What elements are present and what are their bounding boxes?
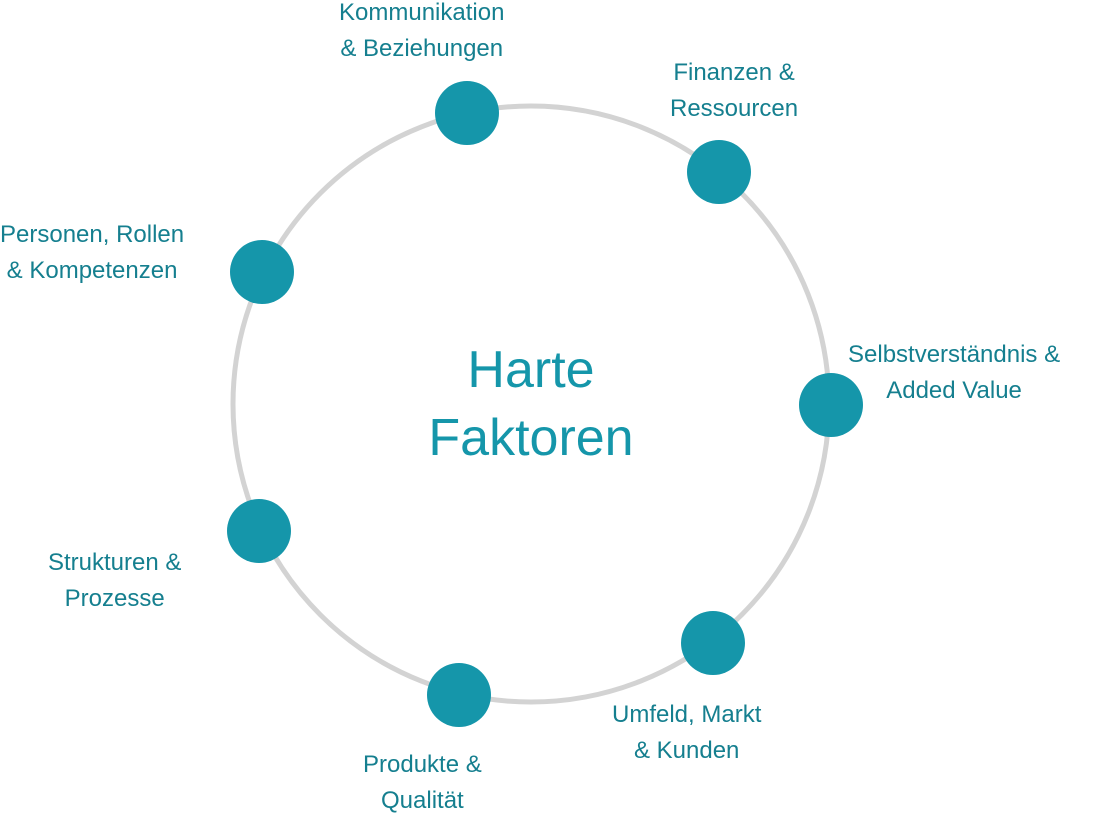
node-finanzen bbox=[687, 140, 751, 204]
label-strukturen-line2: Prozesse bbox=[64, 585, 165, 612]
label-produkte-line2: Qualität bbox=[381, 787, 464, 814]
label-umfeld-line1: Umfeld, Markt bbox=[612, 701, 762, 728]
label-personen-line1: Personen, Rollen bbox=[0, 221, 185, 248]
label-kommunikation: Kommunikation & Beziehungen bbox=[339, 0, 504, 67]
label-finanzen: Finanzen & Ressourcen bbox=[670, 55, 798, 127]
label-strukturen: Strukturen & Prozesse bbox=[48, 545, 181, 617]
label-umfeld-line2: & Kunden bbox=[633, 737, 740, 764]
node-selbstverstaendnis bbox=[799, 373, 863, 437]
label-selbstverstaendnis: Selbstverständnis & Added Value bbox=[848, 337, 1060, 409]
label-selbstverstaendnis-line1: Selbstverständnis & bbox=[848, 341, 1061, 368]
node-umfeld bbox=[681, 611, 745, 675]
label-finanzen-line2: Ressourcen bbox=[670, 95, 799, 122]
node-strukturen bbox=[227, 499, 291, 563]
center-title-line1: Harte bbox=[467, 341, 595, 399]
label-personen: Personen, Rollen & Kompetenzen bbox=[0, 217, 184, 289]
label-produkte: Produkte & Qualität bbox=[363, 747, 482, 819]
label-umfeld: Umfeld, Markt & Kunden bbox=[612, 697, 761, 769]
center-title-line2: Faktoren bbox=[428, 409, 634, 467]
label-kommunikation-line2: & Beziehungen bbox=[340, 35, 504, 62]
label-kommunikation-line1: Kommunikation bbox=[339, 0, 505, 26]
label-strukturen-line1: Strukturen & bbox=[48, 549, 182, 576]
label-personen-line2: & Kompetenzen bbox=[6, 257, 178, 284]
center-title: Harte Faktoren bbox=[381, 336, 681, 472]
label-finanzen-line1: Finanzen & bbox=[673, 59, 795, 86]
label-produkte-line1: Produkte & bbox=[363, 751, 482, 778]
label-selbstverstaendnis-line2: Added Value bbox=[886, 377, 1022, 404]
node-personen bbox=[230, 240, 294, 304]
node-kommunikation bbox=[435, 81, 499, 145]
node-produkte bbox=[427, 663, 491, 727]
